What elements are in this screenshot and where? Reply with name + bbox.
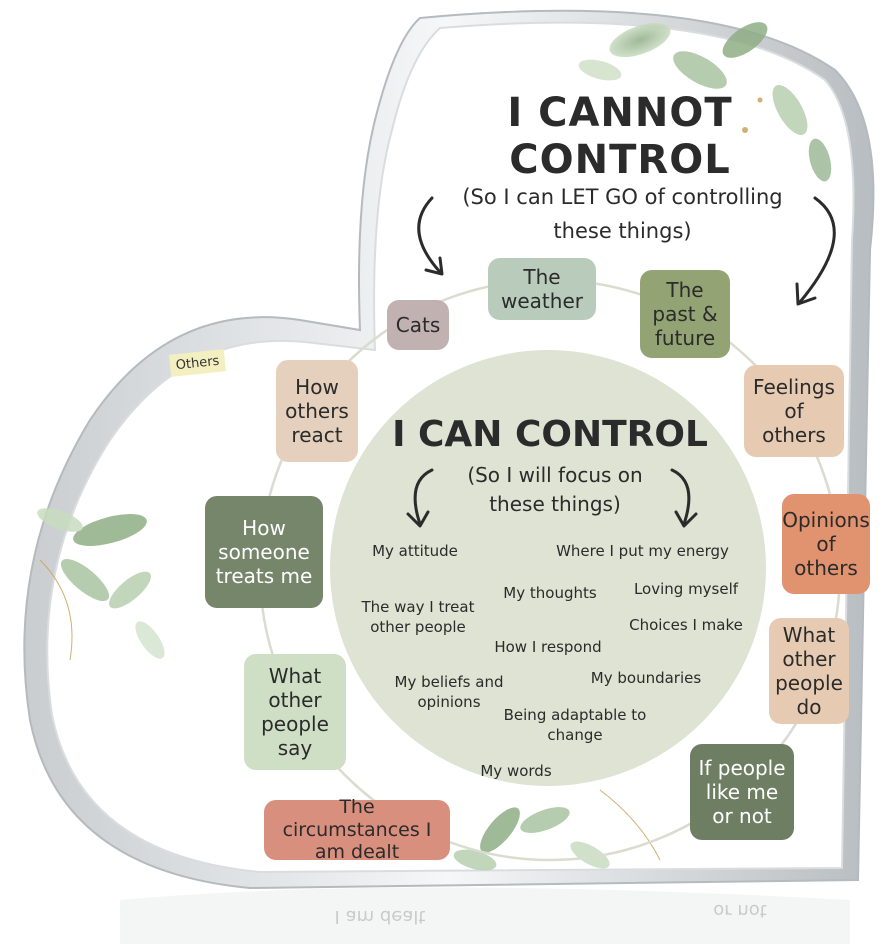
outer-item-if-people-like-me: If people like me or not [690, 744, 794, 840]
outer-item-cats: Cats [387, 300, 449, 350]
heart-reflection [120, 887, 850, 944]
outer-item-what-other-people-do: What other people do [769, 618, 849, 724]
outer-item-feelings-of-others: Feelings of others [744, 365, 844, 457]
outer-subtitle-line2: these things) [553, 219, 692, 243]
outer-title-line2: CONTROL [509, 137, 731, 183]
inner-item-being-adaptable-to-change: Being adaptable to change [503, 706, 647, 744]
inner-item-my-boundaries: My boundaries [590, 669, 702, 687]
inner-item-the-way-i-treat-other-people: The way I treat other people [361, 598, 475, 636]
inner-item-loving-myself: Loving myself [633, 580, 739, 598]
inner-item-my-words: My words [480, 762, 552, 780]
outer-item-how-someone-treats-me: How someone treats me [205, 496, 323, 608]
inner-item-my-attitude: My attitude [372, 542, 458, 560]
eucalyptus-leaves-left [37, 508, 165, 661]
curved-arrow-left-icon [417, 196, 444, 276]
outer-subtitle-line1: (So I can LET GO of controlling [462, 185, 783, 209]
outer-item-how-others-react: How others react [276, 360, 358, 462]
outer-item-what-other-people-say: What other people say [244, 654, 346, 770]
eucalyptus-leaves-bottom [453, 789, 661, 871]
outer-title-line1: I CANNOT [507, 90, 733, 136]
eucalyptus-leaves-top [578, 22, 832, 182]
outer-item-past-future: The past & future [640, 270, 730, 358]
reflection-text: I am dealt [334, 906, 426, 927]
inner-arrow-right-icon [670, 468, 698, 528]
reflection-text-right: or not [713, 900, 767, 921]
outer-item-opinions-of-others: Opinions of others [782, 494, 870, 594]
inner-control-circle [330, 350, 766, 786]
outer-item-the-weather: The weather [488, 258, 596, 320]
curved-arrow-right-icon [795, 196, 836, 306]
inner-item-how-i-respond: How I respond [494, 638, 602, 656]
inner-item-my-beliefs-and-opinions: My beliefs and opinions [394, 673, 504, 711]
inner-item-my-thoughts: My thoughts [503, 584, 597, 602]
inner-title: I CAN CONTROL [392, 414, 708, 455]
inner-subtitle-line1: (So I will focus on [467, 463, 643, 487]
inner-arrow-left-icon [406, 468, 434, 528]
inner-item-choices-i-make: Choices I make [629, 616, 743, 634]
inner-subtitle-line2: these things) [489, 492, 621, 516]
inner-item-where-i-put-my-energy: Where I put my energy [556, 542, 729, 560]
outer-item-circumstances: The circumstances I am dealt [264, 796, 450, 863]
